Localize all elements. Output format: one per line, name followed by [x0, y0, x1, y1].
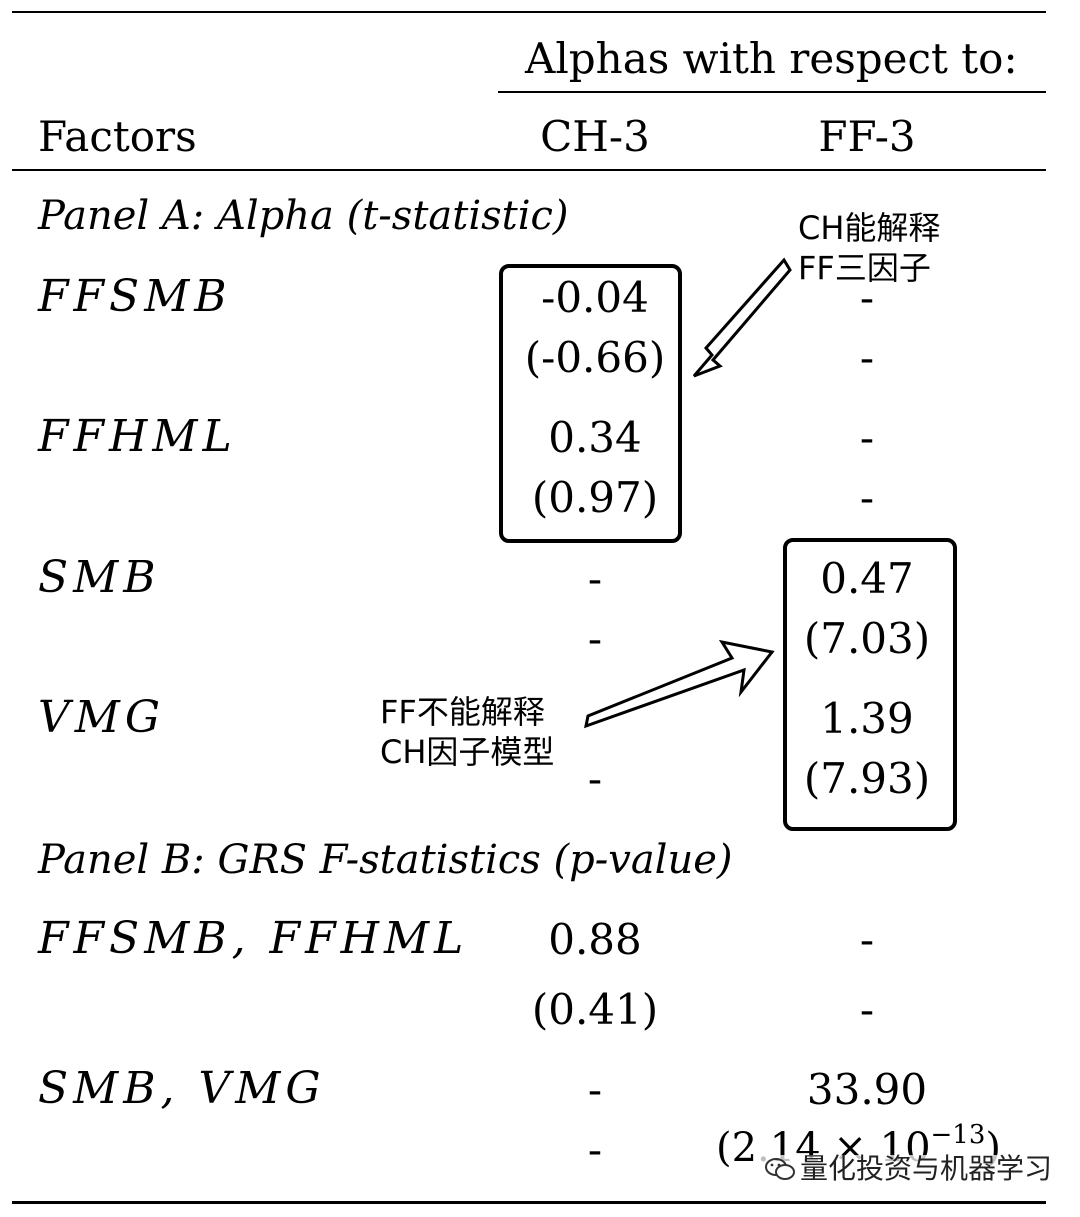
grs1-ch3-stat: 0.88 [548, 915, 642, 964]
ff3-header: FF-3 [818, 112, 916, 161]
watermark: 量化投资与机器学习 [760, 1152, 1057, 1185]
row-label-smb: SMB [38, 552, 161, 603]
annotation-top-line2: FF三因子 [798, 249, 931, 287]
grs1-ch3-pvalue: (0.41) [531, 985, 659, 1034]
vmg-ff3-tstat: (7.93) [803, 754, 931, 803]
annotation-mid-line1: FF不能解释 [380, 693, 545, 731]
panel-b-title: Panel B: GRS F-statistics (p-value) [38, 837, 733, 883]
ffsmb-ch3-tstat: (-0.66) [524, 333, 666, 382]
row-label-ffhml: FFHML [38, 411, 237, 462]
ffhml-ff3-tstat: - [859, 473, 875, 522]
smb-ch3-tstat: - [587, 614, 603, 663]
grs2-ff3-stat: 33.90 [806, 1065, 928, 1114]
ffhml-ch3-alpha: 0.34 [548, 413, 642, 462]
ffsmb-ff3-alpha: - [859, 273, 875, 322]
annotation-top-line1: CH能解释 [798, 209, 941, 247]
arrow-to-ff3-box [584, 639, 775, 729]
smb-ff3-tstat: (7.03) [803, 614, 931, 663]
smb-ff3-alpha: 0.47 [820, 554, 914, 603]
group-rule [498, 91, 1046, 93]
ffhml-ch3-tstat: (0.97) [531, 473, 659, 522]
factors-header: Factors [38, 112, 197, 161]
grs2-ch3-stat: - [587, 1065, 603, 1114]
wechat-icon [765, 1158, 795, 1180]
watermark-text: 量化投资与机器学习 [800, 1152, 1053, 1185]
vmg-ch3-tstat: - [587, 754, 603, 803]
row-label-ffsmb-ffhml: FFSMB, FFHML [38, 913, 469, 964]
annotation-mid-line2: CH因子模型 [380, 733, 555, 771]
grs1-ff3-pvalue: - [859, 985, 875, 1034]
grs1-ff3-stat: - [859, 915, 875, 964]
header-rule [12, 169, 1046, 171]
vmg-ff3-alpha: 1.39 [820, 694, 914, 743]
row-label-smb-vmg: SMB, VMG [38, 1063, 326, 1114]
grs2-ch3-pvalue: - [587, 1125, 603, 1174]
panel-a-title: Panel A: Alpha (t-statistic) [38, 193, 569, 239]
column-group-label: Alphas with respect to: [525, 34, 1018, 83]
ffhml-ff3-alpha: - [859, 413, 875, 462]
row-label-vmg: VMG [38, 692, 165, 743]
pvalue-exponent: −13 [930, 1120, 986, 1150]
arrow-to-ch3-box [692, 257, 792, 378]
top-rule [12, 11, 1046, 13]
ch3-header: CH-3 [540, 112, 650, 161]
smb-ch3-alpha: - [587, 554, 603, 603]
row-label-ffsmb: FFSMB [38, 271, 232, 322]
bottom-rule [12, 1201, 1046, 1204]
ffsmb-ch3-alpha: -0.04 [541, 273, 649, 322]
ffsmb-ff3-tstat: - [859, 333, 875, 382]
ch3-highlight-box [499, 264, 682, 543]
ff3-highlight-box [783, 538, 957, 831]
